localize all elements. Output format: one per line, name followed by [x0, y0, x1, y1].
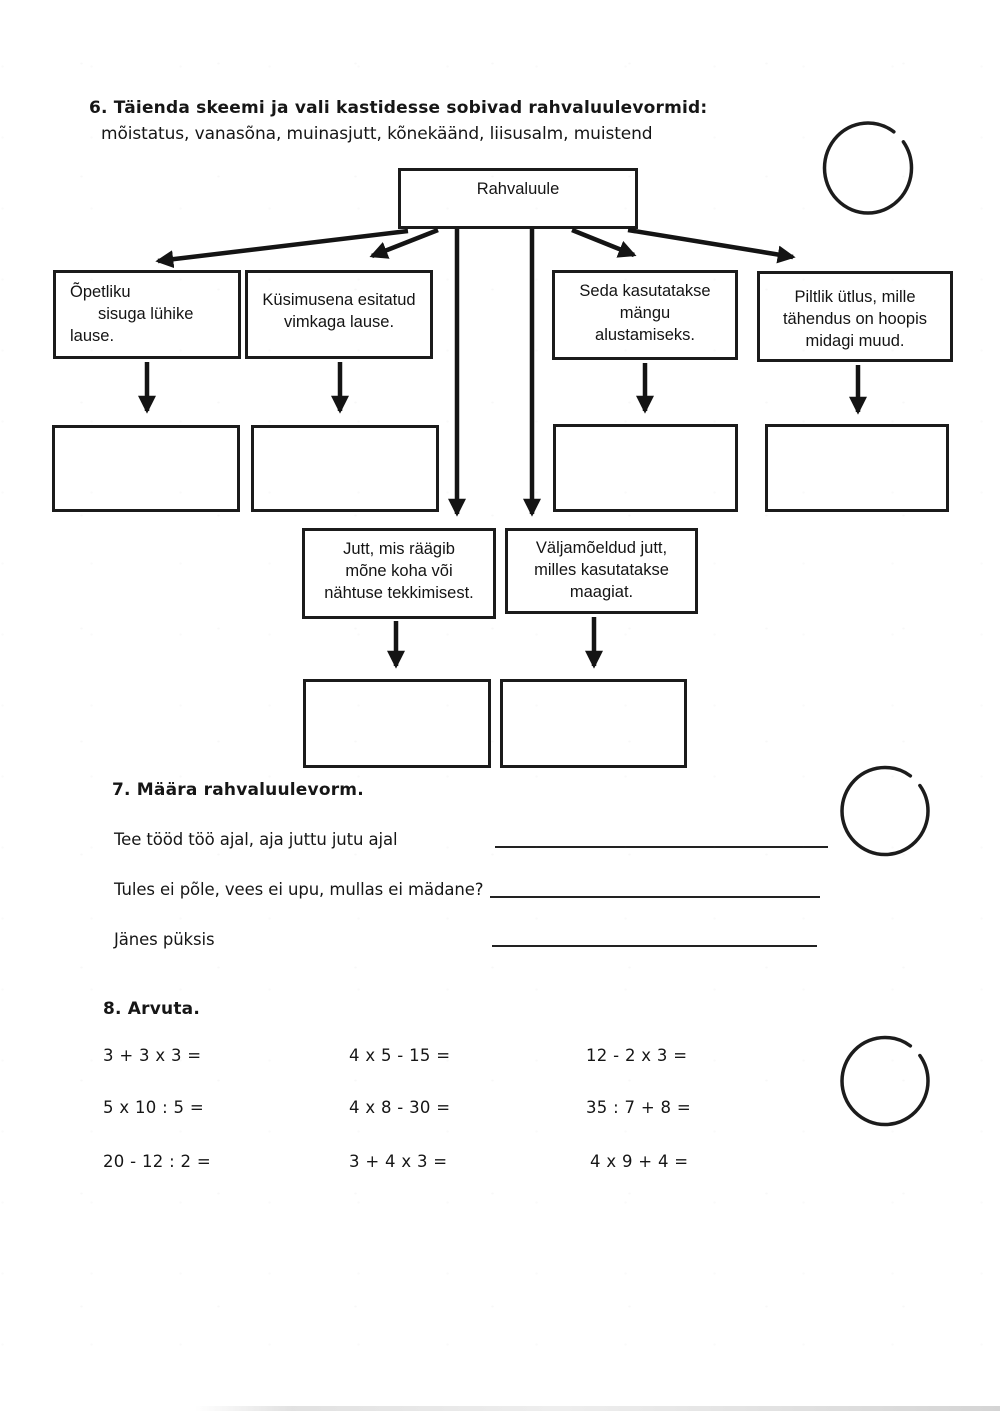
math-problem-1-3: 12 - 2 x 3 = — [586, 1046, 688, 1065]
description-4-line3: midagi muud. — [805, 332, 905, 350]
description-1-line2: sisuga lühike — [98, 305, 194, 323]
arrow-root-to-box4 — [627, 227, 796, 264]
math-problem-3-1: 20 - 12 : 2 = — [103, 1152, 211, 1171]
description-1-line3: lause. — [70, 327, 115, 345]
score-circle-1[interactable] — [822, 121, 914, 215]
answer-box-4[interactable] — [765, 424, 949, 512]
description-3-line3: alustamiseks. — [595, 326, 695, 344]
description-4-line1: Piltlik ütlus, mille — [794, 288, 916, 306]
answer-box-2[interactable] — [251, 425, 439, 512]
score-circle-3[interactable] — [840, 1035, 930, 1127]
math-problem-3-2: 3 + 4 x 3 = — [349, 1152, 448, 1171]
diagram-root-label: Rahvaluule — [476, 180, 560, 198]
description-box-4: Piltlik ütlus, mille tähendus on hoopis … — [757, 271, 953, 362]
description-3-line1: Seda kasutatakse — [579, 282, 711, 300]
answer-box-5[interactable] — [303, 679, 491, 768]
section6-word-bank: mõistatus, vanasõna, muinasjutt, kõnekää… — [101, 124, 653, 144]
description-box-5: Jutt, mis räägib mõne koha või nähtuse t… — [302, 528, 496, 619]
answer-line-1[interactable] — [495, 846, 828, 848]
section7-heading: 7. Määra rahvaluulevorm. — [112, 780, 364, 800]
math-problem-2-2: 4 x 8 - 30 = — [349, 1098, 451, 1117]
description-box-2: Küsimusena esitatud vimkaga lause. — [245, 270, 433, 359]
math-problem-2-3: 35 : 7 + 8 = — [586, 1098, 692, 1117]
description-box-1: Õpetliku sisuga lühike lause. — [53, 270, 241, 359]
section6-heading: 6. Täienda skeemi ja vali kastidesse sob… — [89, 98, 708, 118]
description-6-line2: milles kasutatakse — [534, 561, 669, 579]
answer-box-1[interactable] — [52, 425, 240, 512]
scan-artifact — [195, 1406, 1000, 1411]
answer-box-6[interactable] — [500, 679, 687, 768]
arrow-root-to-box2 — [369, 227, 439, 259]
description-5-line3: nähtuse tekkimisest. — [324, 584, 474, 602]
math-problem-1-2: 4 x 5 - 15 = — [349, 1046, 451, 1065]
answer-line-2[interactable] — [490, 896, 820, 898]
arrow-root-to-box3 — [571, 227, 637, 258]
arrow-root-to-box1 — [155, 228, 409, 269]
description-6-line3: maagiat. — [569, 583, 634, 601]
description-2-line1: Küsimusena esitatud — [262, 291, 416, 309]
section7-prompt-3: Jänes püksis — [114, 930, 215, 949]
score-circle-2[interactable] — [840, 765, 930, 857]
math-problem-2-1: 5 x 10 : 5 = — [103, 1098, 204, 1117]
description-2-line2: vimkaga lause. — [283, 313, 395, 331]
description-box-3: Seda kasutatakse mängu alustamiseks. — [552, 270, 738, 360]
description-5-line2: mõne koha või — [345, 562, 453, 580]
section7-prompt-1: Tee tööd töö ajal, aja juttu jutu ajal — [114, 830, 398, 849]
answer-box-3[interactable] — [553, 424, 738, 512]
answer-line-3[interactable] — [492, 945, 817, 947]
description-3-line2: mängu — [619, 304, 671, 322]
diagram-root-box: Rahvaluule — [398, 168, 638, 229]
description-6-line1: Väljamõeldud jutt, — [535, 539, 668, 557]
section7-prompt-2: Tules ei põle, vees ei upu, mullas ei mä… — [114, 880, 484, 899]
section8-heading: 8. Arvuta. — [103, 999, 200, 1019]
description-1-line1: Õpetliku — [70, 283, 131, 301]
description-5-line1: Jutt, mis räägib — [343, 540, 455, 558]
description-4-line2: tähendus on hoopis — [782, 310, 928, 328]
math-problem-3-3: 4 x 9 + 4 = — [590, 1152, 689, 1171]
description-box-6: Väljamõeldud jutt, milles kasutatakse ma… — [505, 528, 698, 614]
math-problem-1-1: 3 + 3 x 3 = — [103, 1046, 202, 1065]
